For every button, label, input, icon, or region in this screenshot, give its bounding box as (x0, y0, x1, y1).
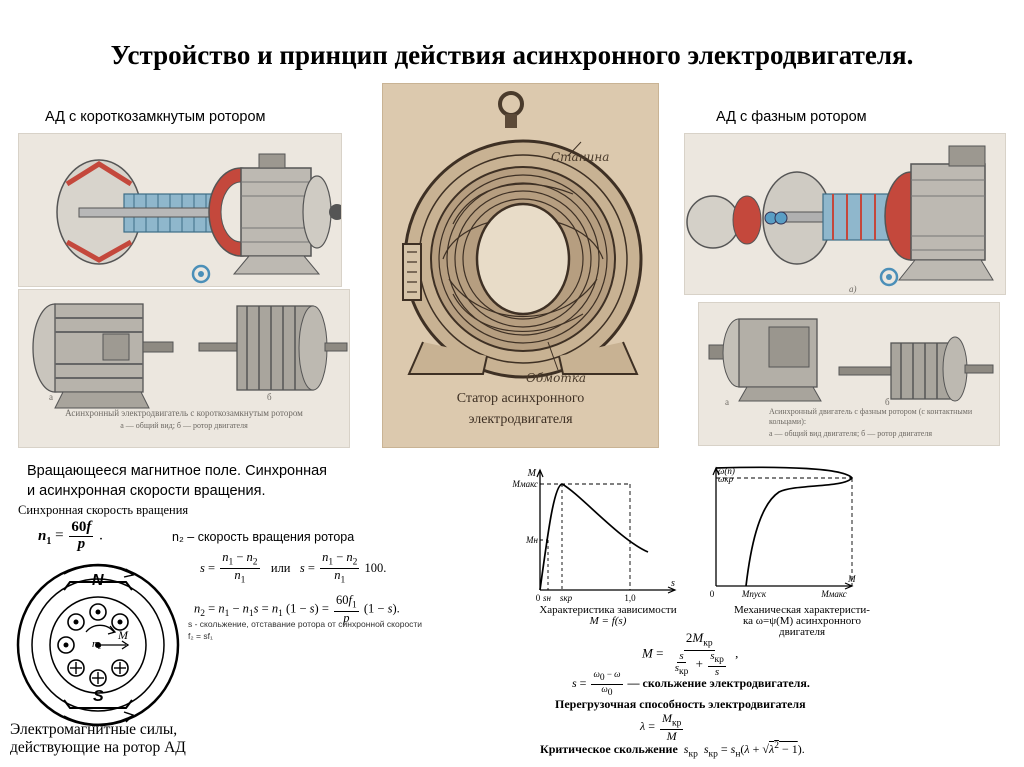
wound-rotor-exploded-illustration: а) (684, 133, 1006, 295)
rotor-speed-note: n₂ – скорость вращения ротора (172, 530, 355, 544)
chart1-torque-curve (539, 483, 649, 591)
chart1-ytick-mmax: Mмакс (511, 479, 538, 489)
squirrel-cage-caption: Асинхронный электродвигатель с короткоза… (65, 408, 303, 418)
chart2-ytick-wkr: ωкр (718, 474, 734, 484)
chart1-x-title: s (671, 578, 675, 589)
chart2-xtick-0: 0 (710, 589, 715, 599)
chart1-x-arrow (667, 586, 677, 594)
chart1-caption-line2: M = f(s) (589, 615, 627, 627)
photo-mark-a: а (49, 392, 53, 402)
wound-rotor-caption: Асинхронный двигатель с фазным ротором (… (769, 407, 973, 426)
forces-caption-line2: действующие на ротор АД (10, 739, 186, 756)
overload-capacity-text: Перегрузочная способность электродвигате… (555, 697, 806, 711)
stator-caption-line1: Статор асинхронного (456, 391, 585, 406)
squirrel-cage-caption-sub: а — общий вид; б — ротор двигателя (120, 421, 248, 430)
chart2-xtick-mmax: Mмакс (820, 589, 847, 599)
page-title: Устройство и принцип действия асинхронно… (110, 40, 914, 70)
mechanical-characteristic-chart: ω(n) Mωкр 0 Mпуск Mмакс (694, 462, 864, 602)
chart2-caption-line3: двигателя (778, 626, 826, 638)
wound-photo2-mark-b: б (885, 397, 890, 407)
south-pole-label: S (93, 688, 104, 705)
obmotka-label: Обмотка (526, 371, 587, 385)
squirrel-cage-label: АД с короткозамкнутым ротором (45, 109, 266, 125)
chart2-caption-line2: ка ω=ψ(M) асинхронного (742, 615, 862, 627)
moment-label: M (118, 628, 128, 642)
squirrel-cage-motor-photo: а б Асинхронный электродвигатель с корот… (18, 289, 350, 448)
rotating-field-heading-line1: Вращающееся магнитное поле. Синхронная (27, 463, 327, 479)
chart1-xtick-0: 0 (536, 593, 541, 603)
rotor-speed-label: n₂ (92, 638, 102, 650)
slip-text: — скольжение электродвигателя. (627, 676, 810, 691)
critical-slip-formula: Критическое скольжение sкр sкр = sн(λ + … (540, 741, 805, 760)
chart1-caption-line1: Характеристика зависимости (539, 604, 677, 616)
chart1-y-title: M (527, 468, 537, 479)
chart2-speed-curve (715, 466, 854, 587)
wound-rotor-label: АД с фазным ротором (716, 109, 867, 125)
stator-illustration: Станина Обмотка Статор асинхронного элек… (382, 83, 659, 448)
chart2-x-title: M (847, 574, 856, 584)
wound-rotor-caption-sub: а — общий вид двигателя; б — ротор двига… (769, 429, 932, 438)
north-pole-label: N (92, 572, 104, 589)
chart2-xtick-mpusk: Mпуск (741, 589, 767, 599)
wound-photo1-mark: а) (849, 284, 857, 294)
wound-photo2-mark-a: а (725, 397, 729, 407)
or-word: или (270, 560, 291, 575)
chart1-xtick-sn: sн (543, 593, 552, 603)
stanina-label: Станина (551, 150, 610, 164)
f2-note: f₂ = sf₁ (188, 631, 213, 641)
stator-caption-line2: электродвигателя (468, 412, 573, 427)
chart1-xtick-skr: sкр (560, 593, 573, 603)
wound-rotor-motor-photo: а б Асинхронный двигатель с фазным ротор… (698, 302, 1000, 446)
chart2-caption-line1: Механическая характеристи- (734, 604, 870, 616)
chart1-xtick-1: 1,0 (624, 593, 636, 603)
mechanical-characteristic-plot: ω(n) Mωкр 0 Mпуск Mмакс (710, 466, 856, 599)
rotor-forces-diagram: N S n₂ M (14, 560, 182, 730)
chart1-y-arrow (536, 468, 544, 478)
sync-speed-label: Синхронная скорость вращения (18, 503, 189, 517)
critical-slip-text: Критическое скольжение (540, 742, 678, 756)
rotating-field-heading-line2: и асинхронная скорости вращения. (27, 483, 266, 499)
chart2-y-title: ω(n) (718, 466, 735, 476)
squirrel-cage-exploded-illustration (18, 133, 342, 287)
forces-caption-line1: Электромагнитные силы, (10, 721, 178, 738)
photo-mark-b: б (267, 392, 272, 402)
chart1-ytick-mn: Mн (525, 535, 538, 545)
slip-note: s - скольжение, отставание ротора от син… (188, 619, 423, 629)
